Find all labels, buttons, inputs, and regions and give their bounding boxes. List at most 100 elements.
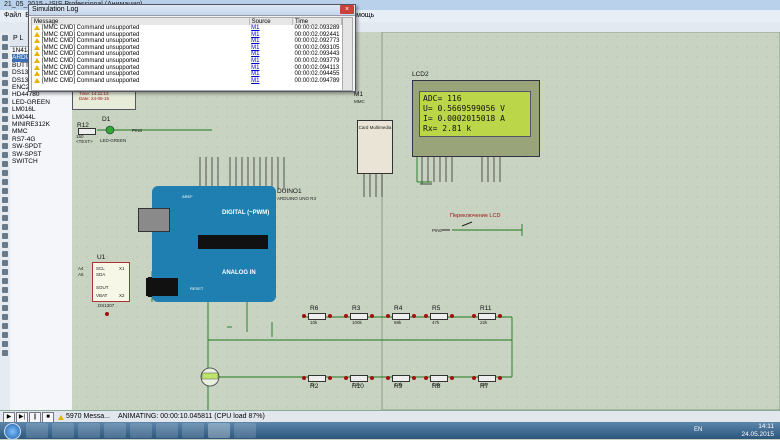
simulation-log-window[interactable]: Simulation Log × Message Source Time [MM… (28, 4, 356, 92)
mmc-card[interactable]: Card Multimedia (357, 120, 393, 174)
taskbar-app-icon[interactable] (130, 423, 152, 438)
taskbar-explorer-icon[interactable] (52, 423, 74, 438)
r12-resistor[interactable] (78, 128, 96, 135)
device-list-item[interactable]: ENC28J60 (12, 84, 72, 91)
resistor[interactable] (430, 375, 448, 382)
mode-tool-button[interactable] (2, 251, 8, 257)
mode-tool-button[interactable] (2, 35, 8, 41)
mode-tool-button[interactable] (2, 305, 8, 311)
log-source-link[interactable]: M1 (251, 44, 260, 51)
resistor[interactable] (392, 313, 410, 320)
device-list-item[interactable]: SW-SPST (12, 150, 42, 158)
menu-item[interactable]: Файл (4, 12, 22, 19)
mode-tool-button[interactable] (2, 170, 8, 176)
mode-tool-button[interactable] (2, 260, 8, 266)
taskbar-chrome-icon[interactable] (104, 423, 126, 438)
mode-tool-button[interactable] (2, 134, 8, 140)
taskbar-media-icon[interactable] (78, 423, 100, 438)
resistor[interactable] (350, 313, 368, 320)
simulation-log-scrollbar[interactable] (342, 17, 353, 91)
mode-tool-button[interactable] (2, 44, 8, 50)
resistor[interactable] (308, 313, 326, 320)
device-list-item[interactable]: SW-SPDT (12, 143, 42, 151)
taskbar-isis-icon[interactable] (208, 423, 230, 438)
log-source-link[interactable]: M1 (251, 71, 260, 78)
log-source-link[interactable]: M1 (251, 64, 260, 71)
mode-tool-button[interactable] (2, 278, 8, 284)
device-list-item[interactable]: LM016L (12, 106, 36, 114)
device-list-item[interactable]: DS1307 (12, 76, 36, 84)
column-header-source[interactable]: Source (249, 18, 293, 25)
column-header-message[interactable]: Message (32, 18, 250, 25)
mode-tool-button[interactable] (2, 341, 8, 347)
mode-tool-button[interactable] (2, 143, 8, 149)
mode-tool-button[interactable] (2, 80, 8, 86)
mode-tool-button[interactable] (2, 152, 8, 158)
device-list-item[interactable]: MINIRE312K (12, 121, 50, 129)
column-header-time[interactable]: Time (292, 18, 342, 25)
mode-tool-button[interactable] (2, 107, 8, 113)
device-list-item[interactable]: RS7-4G (12, 135, 36, 143)
message-count[interactable]: 5970 Messa... (66, 413, 110, 420)
mode-tool-button[interactable] (2, 332, 8, 338)
resistor[interactable] (430, 313, 448, 320)
log-source-link[interactable]: M1 (251, 77, 260, 84)
mode-tool-button[interactable] (2, 296, 8, 302)
system-clock[interactable]: 14:11 24.05.2015 (741, 423, 774, 438)
start-button[interactable] (4, 423, 21, 440)
taskbar-torrent-icon[interactable] (182, 423, 204, 438)
log-source-link[interactable]: M1 (251, 51, 260, 58)
mode-tool-button[interactable] (2, 53, 8, 59)
resistor[interactable] (308, 375, 326, 382)
log-source-link[interactable]: M1 (251, 38, 260, 45)
device-list-item[interactable]: LM044L (12, 113, 36, 121)
taskbar-tool-icon[interactable] (234, 423, 256, 438)
mode-tool-button[interactable] (2, 287, 8, 293)
mode-tool-button[interactable] (2, 188, 8, 194)
mode-tool-button[interactable] (2, 350, 8, 356)
close-icon[interactable]: × (340, 5, 354, 14)
log-source-link[interactable]: M1 (251, 31, 260, 38)
mode-tool-button[interactable] (2, 242, 8, 248)
resistor[interactable] (478, 313, 496, 320)
device-list-item[interactable]: 1N4148 (12, 47, 35, 54)
mode-tool-button[interactable] (2, 323, 8, 329)
language-indicator[interactable]: EN (694, 427, 703, 433)
mode-tool-button[interactable] (2, 314, 8, 320)
taskbar-skype-icon[interactable] (156, 423, 178, 438)
taskbar-ie-icon[interactable] (26, 423, 48, 438)
device-list-item[interactable]: LED-GREEN (12, 98, 50, 106)
device-list-item[interactable]: SWITCH (12, 158, 38, 166)
resistor[interactable] (478, 375, 496, 382)
menu-item[interactable]: Помощь (347, 12, 375, 19)
mode-tool-button[interactable] (2, 179, 8, 185)
mode-tool-button[interactable] (2, 215, 8, 221)
mode-tool-button[interactable] (2, 233, 8, 239)
rtc-chip[interactable]: SCL SDA SOUT X1 X2 VBAT (92, 262, 130, 302)
log-source-link[interactable]: M1 (251, 57, 260, 64)
device-list-item[interactable]: BUTTON (12, 61, 39, 69)
mode-tool-button[interactable] (2, 98, 8, 104)
resistor[interactable] (350, 375, 368, 382)
mode-tool-button[interactable] (2, 197, 8, 203)
simulation-log-table[interactable]: Message Source Time [MMC CMD] Command un… (31, 17, 343, 91)
mode-tool-button[interactable] (2, 89, 8, 95)
mode-tool-button[interactable] (2, 206, 8, 212)
device-list-item[interactable]: MMC (12, 128, 28, 136)
lcd-module[interactable]: ADC= 116 U= 0.5669599056 V I= 0.00020150… (412, 80, 540, 157)
mode-tool-button[interactable] (2, 71, 8, 77)
device-list-item[interactable]: HD44780 (12, 91, 40, 99)
mode-tool-button[interactable] (2, 62, 8, 68)
mode-tool-button[interactable] (2, 116, 8, 122)
device-list-item[interactable]: DS1302 (12, 69, 36, 77)
mode-tool-button[interactable] (2, 125, 8, 131)
mode-tool-button[interactable] (2, 269, 8, 275)
